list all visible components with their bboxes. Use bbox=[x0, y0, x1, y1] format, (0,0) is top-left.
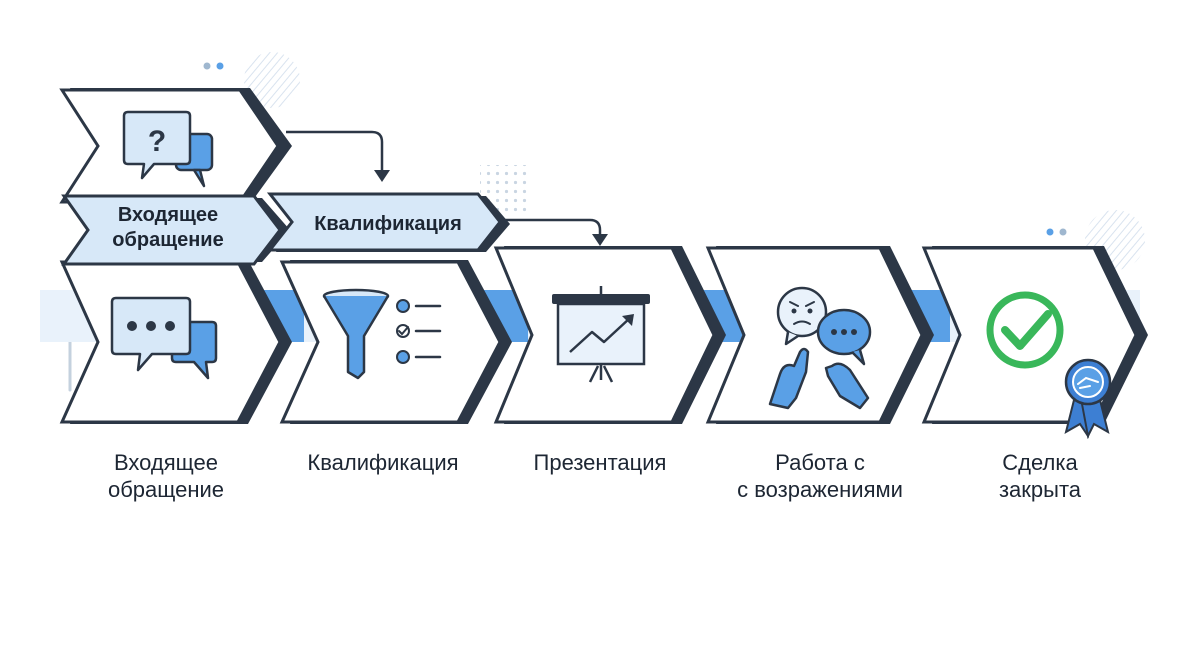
presentation-board-icon bbox=[552, 286, 650, 383]
caption-closed-line-1: Сделка bbox=[1002, 450, 1078, 475]
banner-qualification-label: Квалификация bbox=[314, 213, 462, 235]
funnel-checklist-icon bbox=[322, 288, 442, 380]
question-chat-icon: ? bbox=[122, 110, 214, 188]
banner-qualification: Квалификация bbox=[266, 192, 510, 252]
caption-presentation: Презентация bbox=[534, 450, 667, 475]
banner-incoming: Входящее обращение bbox=[61, 194, 290, 266]
check-badge-icon bbox=[986, 291, 1112, 440]
objection-people-icon bbox=[768, 286, 872, 410]
caption-incoming-line-1: Входящее bbox=[114, 450, 218, 475]
arrow-head-1 bbox=[374, 170, 390, 182]
banner-incoming-line-2: обращение bbox=[112, 229, 223, 251]
caption-closed-line-2: закрыта bbox=[999, 477, 1082, 502]
stage-captions: Входящее обращение Квалификация Презента… bbox=[108, 450, 1082, 502]
caption-qualification: Квалификация bbox=[307, 450, 458, 475]
caption-objections-line-1: Работа с bbox=[775, 450, 865, 475]
arrow-head-2 bbox=[592, 234, 608, 246]
caption-incoming-line-2: обращение bbox=[108, 477, 224, 502]
flow-arrows bbox=[286, 130, 602, 236]
chat-bubbles-icon bbox=[110, 296, 218, 380]
stage-qualification-card bbox=[279, 260, 512, 424]
caption-objections-line-2: с возражениями bbox=[737, 477, 903, 502]
svg-text:?: ? bbox=[148, 125, 166, 158]
banner-incoming-line-1: Входящее bbox=[118, 204, 218, 226]
